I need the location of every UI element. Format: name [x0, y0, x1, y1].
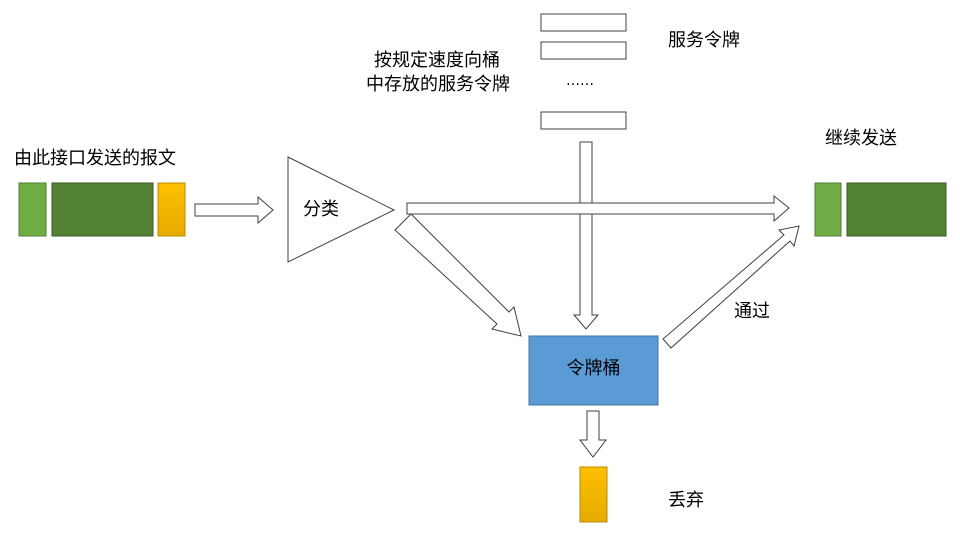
arrow-to-classifier	[194, 195, 274, 225]
classifier-label: 分类	[303, 199, 339, 220]
input-packet	[18, 182, 186, 237]
arrow-bucket-to-drop	[578, 410, 608, 458]
token-box	[540, 13, 627, 32]
drop-label: 丢弃	[668, 490, 704, 511]
arrow-classifier-to-bucket	[394, 213, 522, 337]
input-packet-label: 由此接口发送的报文	[14, 148, 176, 169]
pass-label: 通过	[734, 301, 770, 322]
packet-segment-light-green	[18, 182, 47, 237]
packet-segment-yellow	[157, 182, 186, 237]
token-fill-label-line2: 中存放的服务令牌	[366, 74, 510, 95]
token-bucket-box	[528, 335, 659, 406]
dropped-packet	[579, 466, 608, 523]
arrow-classifier-to-forward	[406, 194, 790, 223]
packet-segment-dark-green	[846, 182, 947, 237]
token-box	[540, 41, 627, 60]
forward-label: 继续发送	[825, 128, 897, 149]
token-bucket-label: 令牌桶	[566, 358, 621, 379]
token-fill-label-line1: 按规定速度向桶	[374, 50, 500, 71]
tokens-label: 服务令牌	[668, 30, 740, 51]
packet-segment-dark-green	[51, 182, 154, 237]
forwarded-packet	[814, 182, 947, 237]
token-box	[540, 111, 627, 130]
service-token-stack	[540, 13, 627, 130]
ellipsis-label: ……	[566, 73, 594, 89]
arrow-bucket-to-forward	[662, 225, 800, 349]
packet-segment-light-green	[814, 182, 842, 237]
arrow-tokens-to-bucket	[572, 141, 600, 330]
classifier-triangle	[287, 156, 396, 263]
